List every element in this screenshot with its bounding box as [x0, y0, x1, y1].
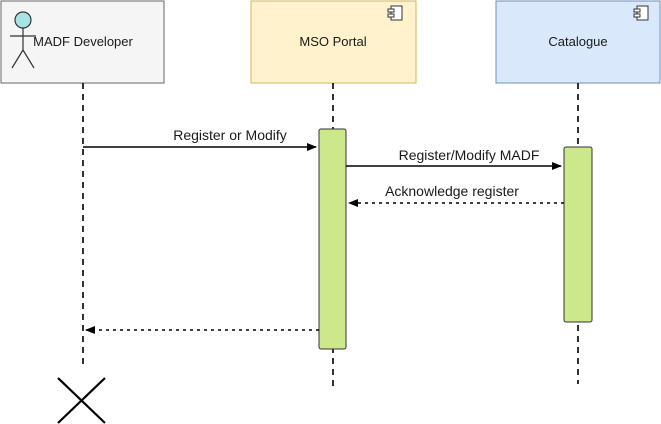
participant-label: MADF Developer [33, 34, 133, 49]
participant-box [495, 0, 661, 84]
x-icon [57, 377, 106, 424]
message-label: Register/Modify MADF [399, 147, 540, 163]
activation-bar-catalogue [563, 146, 593, 323]
participant-madf-developer[interactable]: MADF Developer [0, 0, 165, 84]
message-register-modify-madf[interactable]: Register/Modify MADF [346, 147, 562, 170]
component-icon [633, 5, 649, 21]
actor-icon [10, 11, 36, 69]
message-label: Acknowledge register [385, 183, 519, 199]
message-label: Register or Modify [173, 127, 287, 143]
message-register-or-modify[interactable]: Register or Modify [83, 127, 317, 151]
participant-mso-portal[interactable]: MSO Portal [250, 0, 417, 84]
participant-label: Catalogue [548, 34, 607, 49]
component-icon [387, 5, 403, 21]
participant-label: MSO Portal [299, 34, 366, 49]
activation-bar-mso-portal [318, 128, 347, 350]
message-acknowledge-register[interactable]: Acknowledge register [348, 183, 564, 207]
participant-catalogue[interactable]: Catalogue [495, 0, 661, 84]
